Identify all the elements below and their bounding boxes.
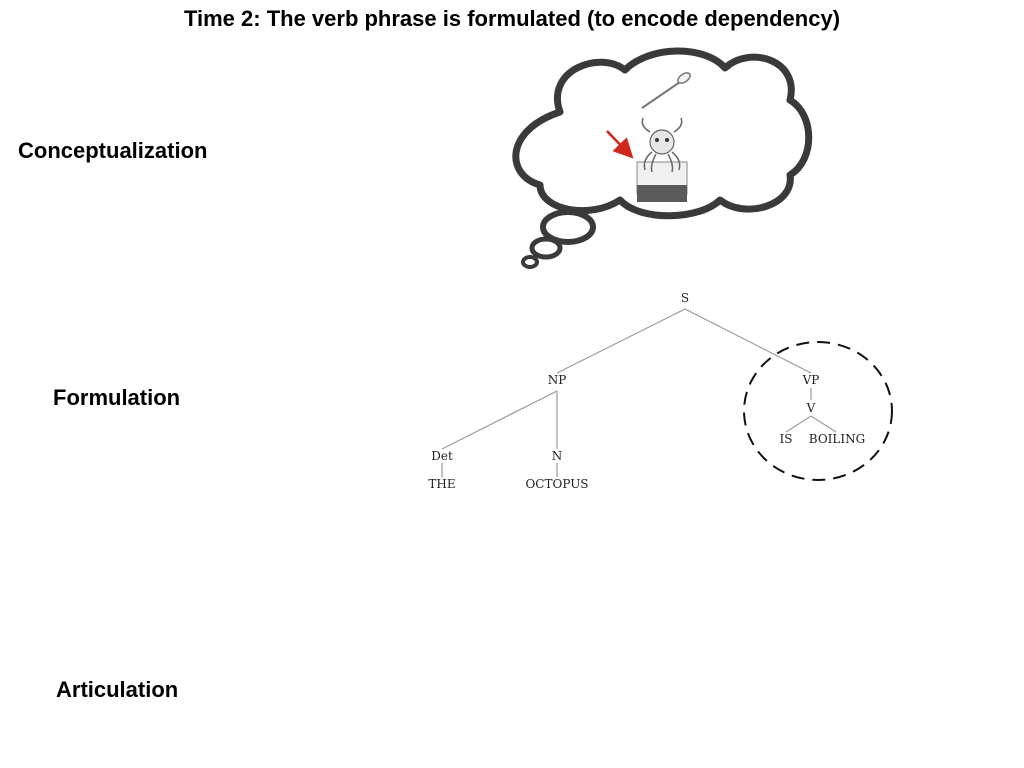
thought-trail-small bbox=[521, 255, 539, 269]
formulation-label: Formulation bbox=[53, 385, 181, 410]
tree-node-det: Det bbox=[431, 449, 453, 463]
edge-s-np bbox=[556, 308, 686, 374]
tree-node-v: V bbox=[806, 401, 816, 415]
thought-bubble bbox=[512, 47, 813, 269]
vp-highlight-circle bbox=[743, 341, 893, 481]
edge-v-is bbox=[785, 415, 812, 433]
thought-trail-medium bbox=[529, 236, 563, 260]
tree-node-np: NP bbox=[548, 373, 567, 387]
tree-node-n: N bbox=[552, 449, 563, 463]
pointer-arrow-icon bbox=[606, 130, 634, 159]
syntax-tree-edges bbox=[441, 308, 837, 477]
syntax-tree: S NP VP Det N V THE OCTOPUS IS BOILING bbox=[428, 291, 865, 491]
edge-np-det bbox=[441, 390, 558, 450]
conceptualization-label: Conceptualization bbox=[18, 138, 208, 163]
slide-title: Time 2: The verb phrase is formulated (t… bbox=[183, 6, 841, 31]
edge-v-boiling bbox=[810, 415, 837, 433]
tree-leaf-the: THE bbox=[428, 477, 455, 491]
tree-leaf-boiling: BOILING bbox=[809, 432, 865, 446]
tree-leaf-octopus: OCTOPUS bbox=[525, 477, 588, 491]
edge-s-vp bbox=[684, 308, 812, 374]
thought-trail-large bbox=[540, 209, 596, 245]
articulation-label: Articulation bbox=[56, 677, 179, 702]
tree-leaf-is: IS bbox=[780, 432, 793, 446]
tree-node-s: S bbox=[681, 291, 689, 305]
spoon-icon bbox=[641, 72, 691, 109]
tree-node-vp: VP bbox=[802, 373, 820, 387]
octopus-in-pot-icon bbox=[636, 117, 688, 202]
